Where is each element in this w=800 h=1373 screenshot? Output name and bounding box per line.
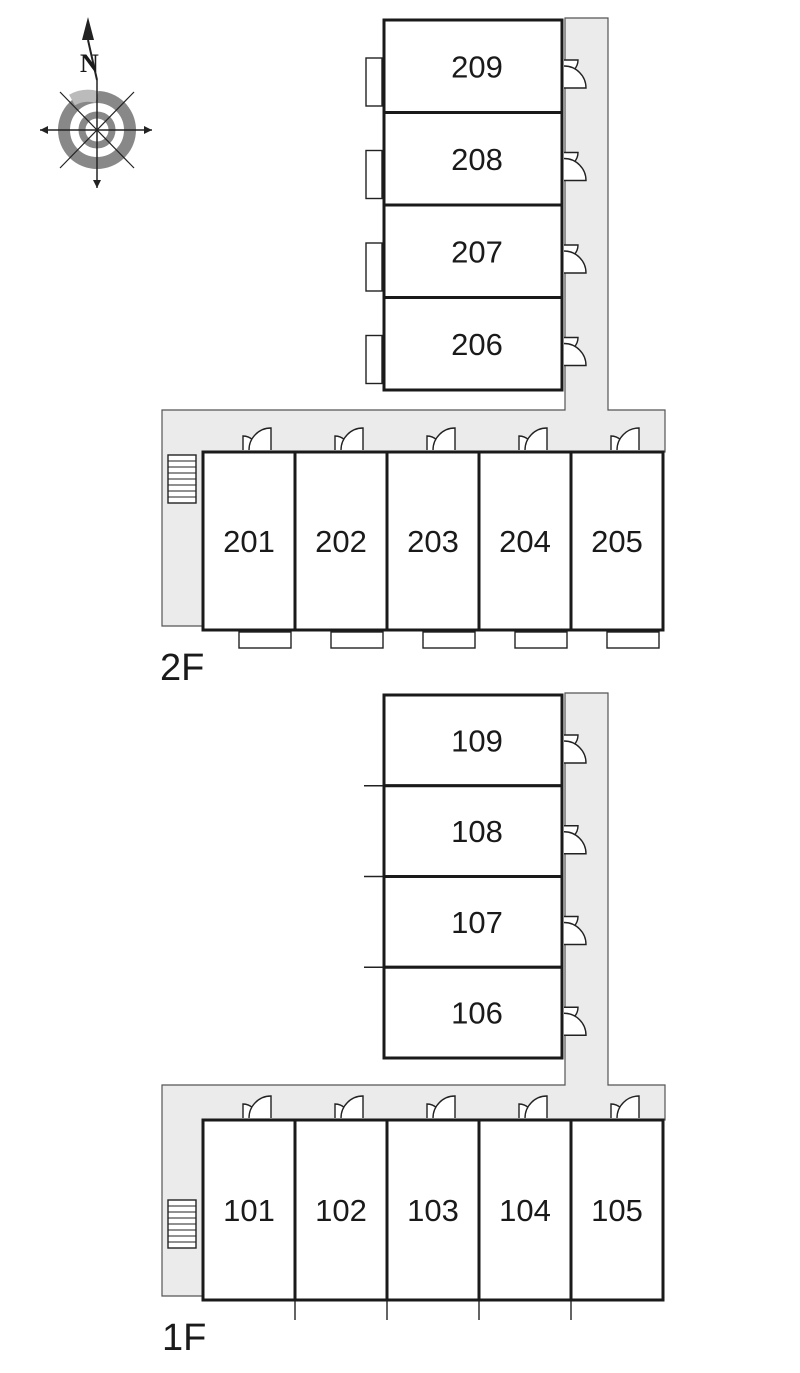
balconies-and-doors	[238, 57, 660, 649]
balcony	[365, 149, 383, 200]
door-icon	[334, 427, 364, 451]
balcony	[365, 57, 383, 107]
unit-102: 102	[293, 1118, 389, 1302]
unit-room	[569, 1118, 665, 1302]
balcony	[422, 631, 476, 649]
door-icon	[563, 244, 587, 274]
balcony	[606, 631, 660, 649]
unit-room	[293, 1118, 389, 1302]
door-icon	[563, 1006, 587, 1036]
unit-label: 102	[315, 1193, 367, 1228]
unit-209: 209	[382, 18, 564, 114]
unit-room	[382, 693, 564, 788]
unit-103: 103	[385, 1118, 481, 1302]
unit-201: 201	[201, 450, 297, 632]
unit-label: 205	[591, 524, 643, 559]
unit-203: 203	[385, 450, 481, 632]
unit-room	[382, 875, 564, 969]
unit-105: 105	[569, 1118, 665, 1302]
unit-room	[382, 18, 564, 114]
unit-label: 209	[451, 49, 503, 84]
unit-label: 203	[407, 524, 459, 559]
door-icon	[563, 59, 587, 89]
unit-room	[385, 450, 481, 632]
unit-label: 109	[451, 723, 503, 758]
door-icon	[242, 427, 272, 451]
units: 109 108 107 106 101 102 103 104 105	[201, 693, 665, 1302]
unit-206: 206	[382, 296, 564, 392]
unit-room	[201, 450, 297, 632]
floor-label: 2F	[160, 647, 204, 689]
unit-202: 202	[293, 450, 389, 632]
unit-109: 109	[382, 693, 564, 788]
unit-label: 108	[451, 814, 503, 849]
unit-106: 106	[382, 965, 564, 1060]
balcony	[514, 631, 568, 649]
unit-label: 103	[407, 1193, 459, 1228]
door-icon	[426, 427, 456, 451]
unit-label: 106	[451, 996, 503, 1031]
balcony	[365, 242, 383, 292]
door-icon	[518, 1095, 548, 1119]
door-icon	[563, 336, 587, 367]
door-icon	[334, 1095, 364, 1119]
corridor	[161, 692, 666, 1297]
unit-room	[382, 965, 564, 1060]
unit-room	[477, 450, 573, 632]
compass: N	[40, 17, 152, 188]
compass-icon	[40, 17, 152, 188]
stairs-icon	[167, 454, 197, 504]
unit-207: 207	[382, 203, 564, 299]
unit-label: 104	[499, 1193, 551, 1228]
unit-label: 201	[223, 524, 275, 559]
unit-label: 107	[451, 905, 503, 940]
unit-label: 204	[499, 524, 551, 559]
corridor	[161, 17, 666, 627]
door-icon	[563, 915, 587, 946]
door-icon	[518, 427, 548, 451]
door-icon	[610, 427, 640, 451]
door-icon	[563, 825, 587, 855]
unit-label: 101	[223, 1193, 275, 1228]
unit-204: 204	[477, 450, 573, 632]
floor-2f: 209 208 207 206 201 202 203 204 205 2F	[160, 17, 666, 689]
floor-label: 1F	[162, 1317, 206, 1359]
unit-room	[569, 450, 665, 632]
door-icon	[426, 1095, 456, 1119]
unit-room	[477, 1118, 573, 1302]
unit-label: 105	[591, 1193, 643, 1228]
unit-label: 202	[315, 524, 367, 559]
door-icon	[610, 1095, 640, 1119]
unit-101: 101	[201, 1118, 297, 1302]
unit-108: 108	[382, 784, 564, 878]
unit-room	[382, 296, 564, 392]
stairs-icon	[167, 1199, 197, 1249]
floor-1f: 109 108 107 106 101 102 103 104 105 1F	[161, 692, 666, 1359]
door-icon	[563, 151, 587, 182]
unit-label: 208	[451, 142, 503, 177]
balcony	[330, 631, 384, 649]
unit-room	[382, 784, 564, 878]
unit-208: 208	[382, 111, 564, 207]
units: 209 208 207 206 201 202 203 204 205	[201, 18, 665, 632]
unit-104: 104	[477, 1118, 573, 1302]
unit-room	[382, 203, 564, 299]
unit-107: 107	[382, 875, 564, 969]
north-label: N	[80, 49, 99, 78]
door-icon	[242, 1095, 272, 1119]
unit-label: 206	[451, 327, 503, 362]
balcony	[238, 631, 292, 649]
unit-room	[201, 1118, 297, 1302]
unit-205: 205	[569, 450, 665, 632]
balcony	[365, 334, 383, 385]
door-icon	[563, 734, 587, 764]
unit-label: 207	[451, 234, 503, 269]
